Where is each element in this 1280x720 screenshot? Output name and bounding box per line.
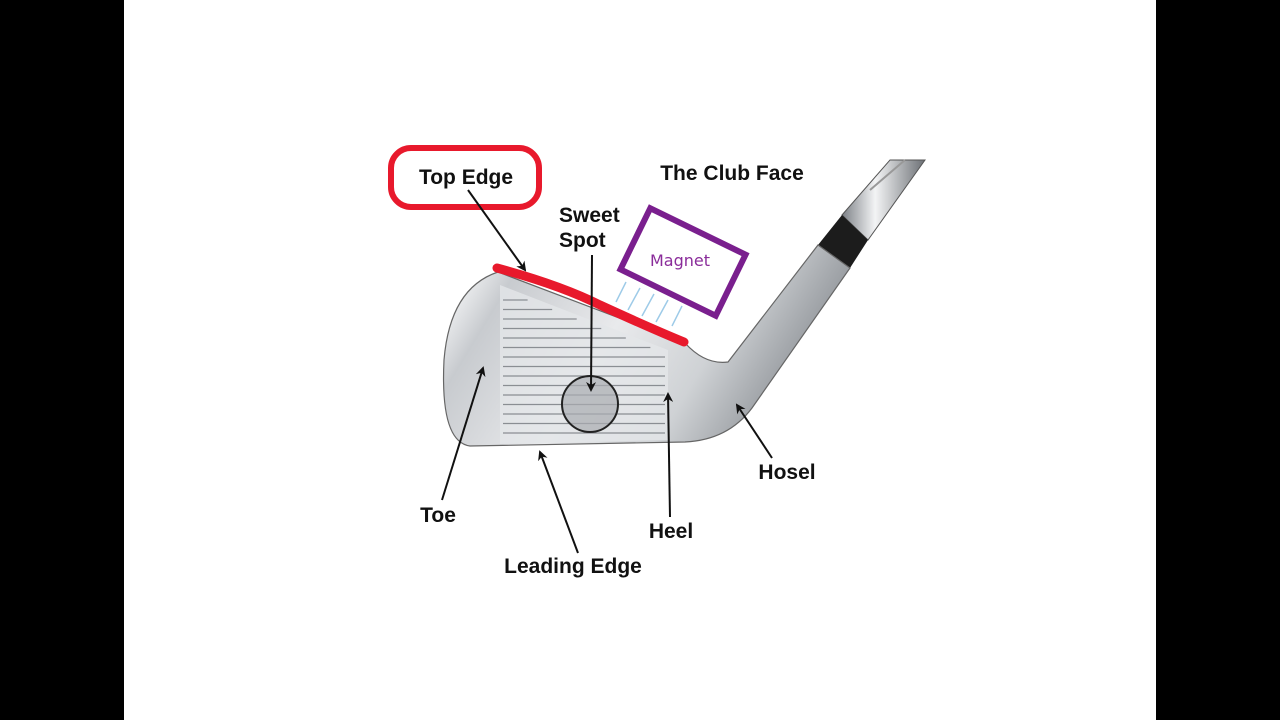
hosel-arrow	[735, 403, 773, 459]
leading-edge-label: Leading Edge	[504, 555, 642, 578]
toe-label: Toe	[420, 504, 456, 527]
heel-arrow	[663, 392, 674, 518]
diagram-title: The Club Face	[660, 162, 804, 185]
top-edge-arrow	[467, 189, 527, 272]
magnet	[616, 204, 750, 320]
sweet-spot-arrow	[586, 254, 597, 392]
magnet-label: Magnet	[650, 251, 710, 270]
arrows	[441, 189, 773, 554]
ferrule	[818, 215, 868, 268]
face-grooves	[503, 299, 665, 434]
heel-label: Heel	[649, 520, 693, 543]
magnet-box	[616, 204, 750, 320]
shaft	[818, 159, 926, 268]
top-edge-callout-circle	[388, 145, 542, 210]
hosel-label: Hosel	[758, 461, 815, 484]
top-edge-highlight	[492, 263, 689, 347]
top-edge-label: Top Edge	[419, 166, 513, 189]
magnetic-field-lines	[615, 281, 683, 327]
sweet-spot-circle	[561, 375, 619, 433]
toe-arrow	[441, 366, 486, 501]
leading-edge-arrow	[538, 450, 579, 554]
sweet-spot-label-line1: Sweet	[559, 204, 620, 227]
sweet-spot-label-line2: Spot	[559, 229, 606, 252]
